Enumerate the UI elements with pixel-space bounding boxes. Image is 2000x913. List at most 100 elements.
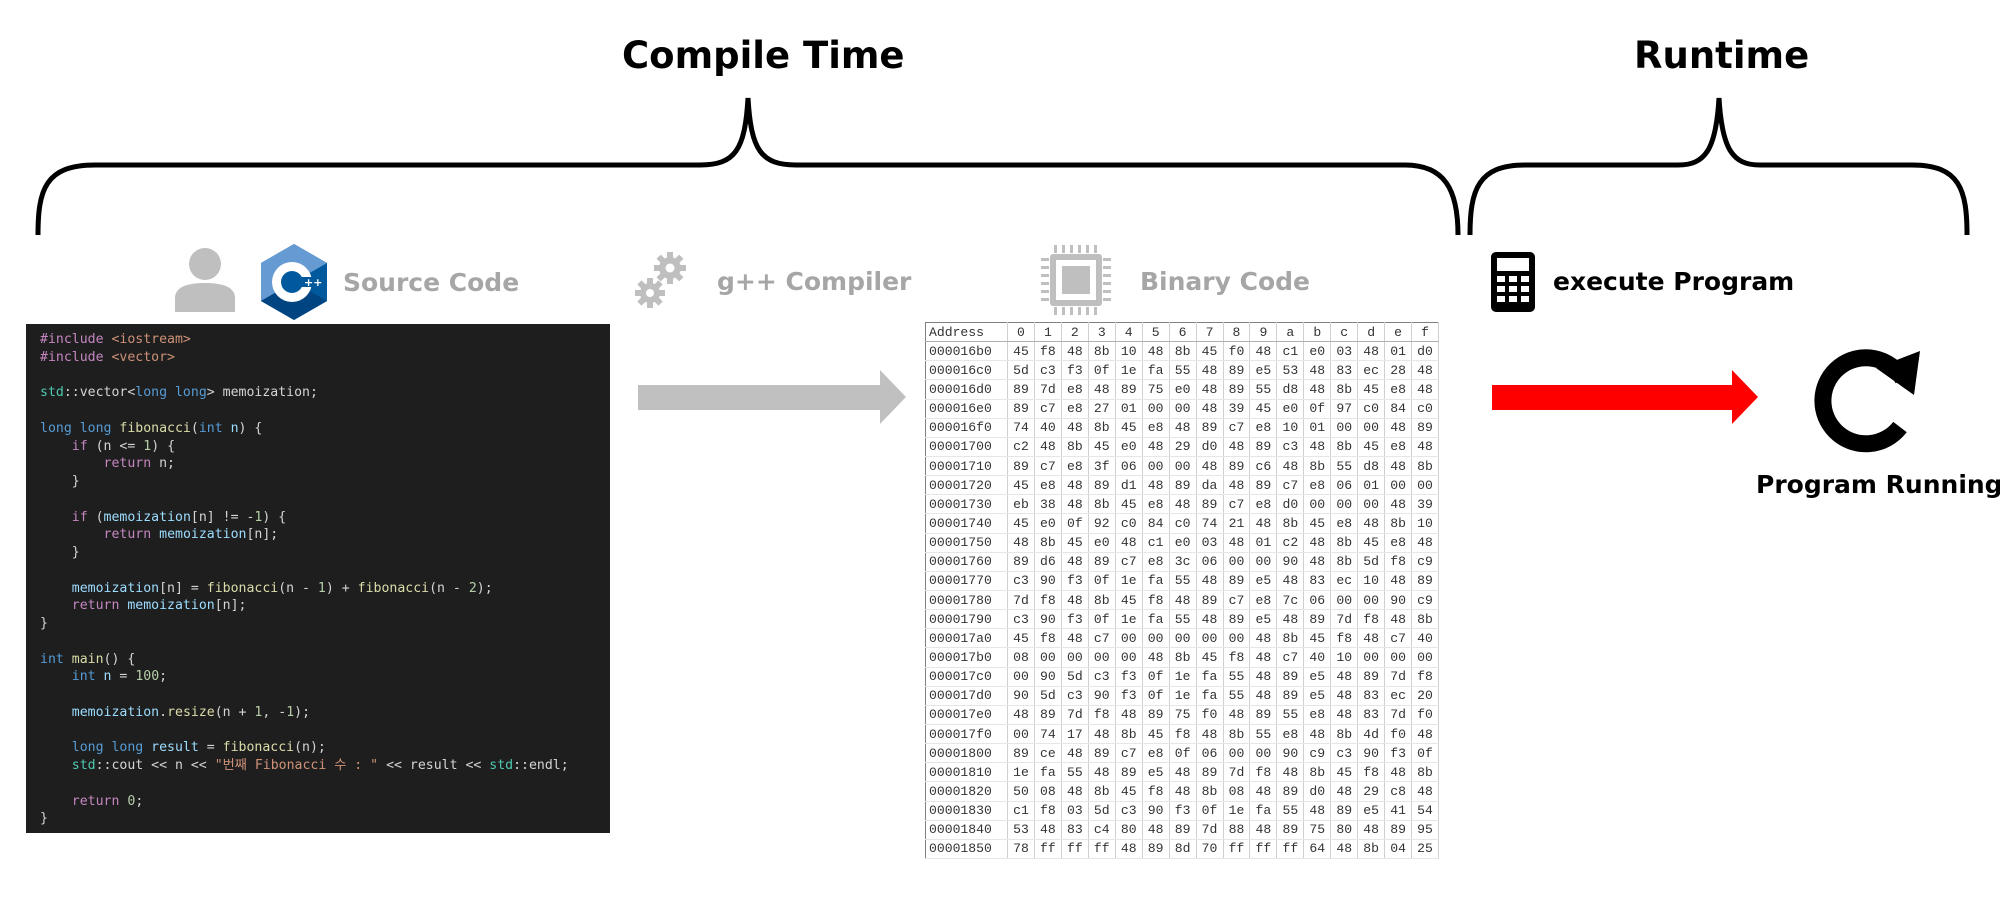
hex-byte-cell: f8 xyxy=(1411,667,1439,687)
hex-byte-cell: 90 xyxy=(1357,743,1386,764)
code-token: << result << xyxy=(378,758,490,773)
hex-byte-cell: 74 xyxy=(1034,724,1062,745)
hex-byte-cell: f8 xyxy=(1142,590,1170,611)
code-token: long long xyxy=(135,385,207,401)
code-line: if (memoization[n] != -1) { xyxy=(40,509,610,527)
hex-byte-cell: 48 xyxy=(1196,571,1224,591)
code-line: memoization.resize(n + 1, -1); xyxy=(40,704,610,722)
hex-byte-cell: 7d xyxy=(1061,705,1089,725)
hex-header-cell: b xyxy=(1303,322,1332,343)
hex-byte-cell: 0f xyxy=(1142,686,1170,706)
hex-byte-cell: 8b xyxy=(1223,724,1251,745)
cpp-logo-icon: ++ xyxy=(261,244,327,320)
hex-byte-cell: 1e xyxy=(1169,686,1197,706)
hex-byte-cell: 45 xyxy=(1249,399,1278,419)
hex-byte-cell: 03 xyxy=(1196,533,1224,553)
hex-byte-cell: 08 xyxy=(1223,781,1251,802)
hex-byte-cell: 90 xyxy=(1384,590,1413,611)
chip-icon xyxy=(1041,245,1111,315)
hex-byte-cell: 8b xyxy=(1330,552,1359,572)
hex-byte-cell: 48 xyxy=(1411,781,1439,802)
hex-byte-cell: 48 xyxy=(1330,839,1359,859)
hex-byte-cell: 55 xyxy=(1276,801,1305,821)
code-token: int xyxy=(71,669,104,685)
hex-byte-cell: 0f xyxy=(1088,571,1116,591)
hex-byte-cell: 45 xyxy=(1115,590,1143,611)
hex-byte-cell: 7d xyxy=(1223,762,1251,783)
code-line: std::cout << n << "번째 Fibonacci 수 : " <<… xyxy=(40,757,610,775)
hex-byte-cell: 48 xyxy=(1115,839,1143,859)
hex-byte-cell: c7 xyxy=(1223,494,1251,515)
hex-byte-cell: 89 xyxy=(1034,705,1062,725)
hex-byte-cell: e8 xyxy=(1061,456,1089,477)
hex-header-cell: 2 xyxy=(1061,322,1089,343)
hex-byte-cell: 89 xyxy=(1303,609,1332,630)
hex-byte-cell: 48 xyxy=(1088,379,1116,400)
hex-byte-cell: 89 xyxy=(1249,475,1278,496)
hex-byte-cell: 48 xyxy=(1223,533,1251,553)
hex-byte-cell: 89 xyxy=(1330,801,1359,821)
hex-byte-cell: 48 xyxy=(1249,820,1278,840)
code-token: [n] = xyxy=(159,580,207,596)
hex-byte-cell: 41 xyxy=(1384,801,1413,821)
code-token: ); xyxy=(294,704,311,720)
hex-byte-cell: 97 xyxy=(1330,399,1359,419)
hex-address-cell: 00001830 xyxy=(925,801,1008,821)
hex-byte-cell: 48 xyxy=(1249,513,1278,534)
hex-byte-cell: e5 xyxy=(1249,571,1278,591)
compile-time-title: Compile Time xyxy=(622,34,905,77)
hex-byte-cell: 00 xyxy=(1357,418,1386,438)
hex-byte-cell: 53 xyxy=(1276,360,1305,381)
hex-byte-cell: 55 xyxy=(1330,456,1359,477)
hex-byte-cell: c2 xyxy=(1007,437,1035,457)
hex-byte-cell: f8 xyxy=(1034,590,1062,611)
binary-code-label: Binary Code xyxy=(1140,267,1310,296)
code-token: if xyxy=(71,509,88,525)
hex-address-cell: 000017c0 xyxy=(925,667,1008,687)
hex-byte-cell: 8b xyxy=(1411,762,1439,783)
hex-header-cell: f xyxy=(1411,322,1439,343)
hex-byte-cell: 48 xyxy=(1384,456,1413,477)
hex-byte-cell: 5d xyxy=(1007,360,1035,381)
hex-byte-cell: ff xyxy=(1088,839,1116,859)
code-token: return xyxy=(71,598,120,614)
hex-address-cell: 00001750 xyxy=(925,533,1008,553)
code-token: , - xyxy=(262,704,287,720)
hex-byte-cell: 1e xyxy=(1115,609,1143,630)
hex-byte-cell: 74 xyxy=(1196,513,1224,534)
hex-address-cell: 00001770 xyxy=(925,571,1008,591)
code-line: memoization[n] = fibonacci(n - 1) + fibo… xyxy=(40,580,610,598)
code-token xyxy=(40,669,72,684)
hex-byte-cell: 00 xyxy=(1384,647,1413,668)
hex-byte-cell: f3 xyxy=(1061,609,1089,630)
hex-byte-cell: 39 xyxy=(1411,494,1439,515)
hex-byte-cell: 45 xyxy=(1007,475,1035,496)
hex-byte-cell: 7d xyxy=(1384,705,1413,725)
hex-byte-cell: 7d xyxy=(1007,590,1035,611)
hex-byte-cell: 55 xyxy=(1276,705,1305,725)
hex-byte-cell: 06 xyxy=(1330,475,1359,496)
hex-byte-cell: 45 xyxy=(1357,533,1386,553)
hex-byte-cell: 48 xyxy=(1196,379,1224,400)
code-token: memoization xyxy=(103,509,191,525)
hex-byte-cell: 75 xyxy=(1169,705,1197,725)
run-arrow xyxy=(1492,370,1758,424)
code-token: long long xyxy=(40,420,120,436)
code-token xyxy=(40,758,72,773)
code-token: int xyxy=(40,651,72,667)
hex-byte-cell: 8b xyxy=(1169,341,1197,362)
hex-byte-cell: 89 xyxy=(1223,360,1251,381)
code-token: 2 xyxy=(468,580,477,596)
hex-byte-cell: 89 xyxy=(1196,494,1224,515)
hex-byte-cell: c1 xyxy=(1007,801,1035,821)
hex-byte-cell: 00 xyxy=(1169,399,1197,419)
code-token: resize xyxy=(167,704,215,720)
hex-byte-cell: f0 xyxy=(1384,724,1413,745)
code-line: long long result = fibonacci(n); xyxy=(40,739,610,757)
